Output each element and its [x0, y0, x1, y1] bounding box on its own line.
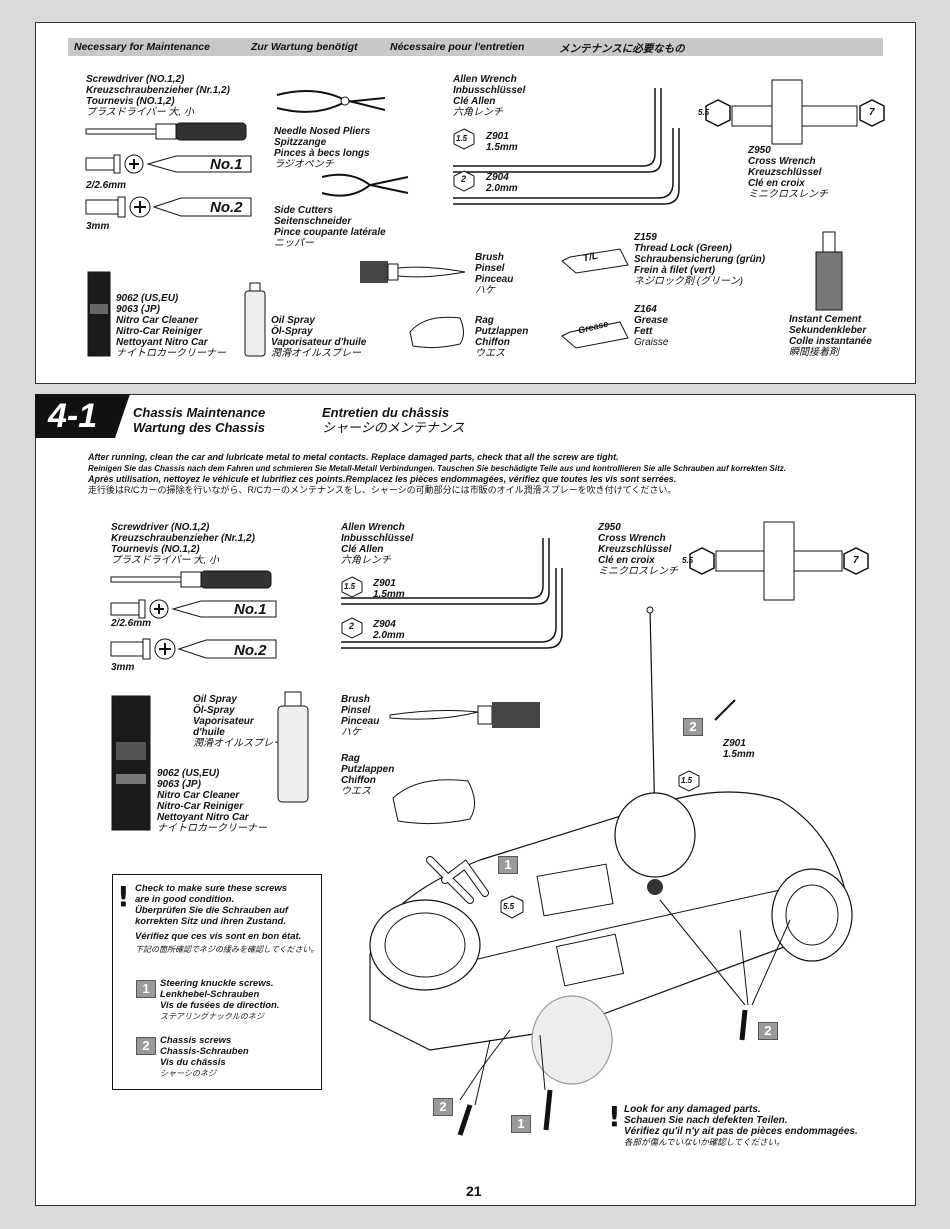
- callout-1-bottom: 1: [511, 1115, 531, 1133]
- screwdriver-icon: [85, 122, 247, 141]
- screw-large-icon-2: [110, 638, 277, 660]
- callout-2-left: 2: [433, 1098, 453, 1116]
- screwdriver-label: Screwdriver (NO.1,2)Kreuzschraubenzieher…: [86, 74, 230, 118]
- page-number: 21: [466, 1183, 482, 1199]
- no1-label-2: No.1: [234, 601, 267, 618]
- hex-size2: 2: [461, 174, 467, 184]
- exclamation-icon: !: [117, 880, 130, 913]
- screwdriver-label-2: Screwdriver (NO.1,2)Kreuzschraubenzieher…: [111, 522, 255, 566]
- no1-label: No.1: [210, 156, 243, 173]
- hex-size1-icon: [453, 128, 475, 150]
- nitro-cleaner-can-icon-2: [111, 695, 151, 831]
- cross-size-b-2: 7: [853, 555, 859, 566]
- screwdriver-icon-2: [110, 570, 272, 589]
- side-cutters-icon: [321, 173, 409, 197]
- allen-wrench-icon: [453, 88, 680, 205]
- screw-large-icon: [85, 196, 252, 218]
- damaged-parts-note: Look for any damaged parts.Schauen Sie n…: [624, 1104, 858, 1147]
- cross-size-a: 5.5: [698, 108, 710, 117]
- no2-label-2: No.2: [234, 642, 267, 659]
- instant-cement-icon: [815, 231, 843, 311]
- chassis-diagram: [369, 606, 853, 1136]
- hex-5-5-icon: [500, 895, 524, 919]
- grease-tube-icon: [561, 321, 629, 349]
- cross-size-a-2: 5.5: [682, 556, 694, 565]
- oil-spray-can-icon: [244, 282, 266, 357]
- size1-label: 2/2.6mm: [86, 180, 127, 191]
- pliers-icon: [276, 90, 386, 113]
- no2-label: No.2: [210, 199, 243, 216]
- diagram-hex-5-5: 5.5: [503, 902, 515, 911]
- brush-icon: [360, 261, 466, 283]
- cross-wrench-diagram-icon: [426, 856, 489, 904]
- hex-size2-2: 2: [349, 621, 355, 631]
- callout-1-wrench: 1: [498, 856, 518, 874]
- cross-wrench-icon: [705, 79, 885, 145]
- hex-size2-icon-2: [341, 617, 363, 639]
- rag-icon-2: [392, 779, 475, 825]
- screw-small-icon: [85, 154, 252, 174]
- intro-text: After running, clean the car and lubrica…: [88, 452, 786, 495]
- exclamation-icon-2: !: [608, 1100, 621, 1133]
- item1-text: Steering knuckle screws.Lenkhebel-Schrau…: [160, 978, 280, 1021]
- hex-size1-icon-2: [341, 576, 363, 598]
- maintenance-header: Necessary for Maintenance Zur Wartung be…: [68, 38, 883, 56]
- brush-icon-2: [389, 702, 540, 728]
- section-number: 4-1: [48, 397, 98, 435]
- diagram-hex-1-5: 1.5: [681, 776, 693, 785]
- nitro-cleaner-can-icon: [87, 271, 111, 357]
- section-number-badge: [35, 394, 130, 438]
- rag-icon: [409, 316, 464, 349]
- allen-wrench-icon-2: [341, 538, 563, 649]
- cross-size-b: 7: [869, 107, 875, 118]
- cross-wrench-icon-2: [689, 521, 869, 601]
- hex-size1: 1.5: [456, 134, 468, 143]
- item1-number: 1: [136, 980, 156, 998]
- callout-2-allen: 2: [683, 718, 703, 736]
- callout-2-right: 2: [758, 1022, 778, 1040]
- screw-small-icon-2: [110, 599, 277, 619]
- hex-1-5-diagram-icon: [678, 770, 700, 792]
- thread-lock-tube-icon: [561, 248, 629, 274]
- hex-size2-icon: [453, 170, 475, 192]
- item2-number: 2: [136, 1037, 156, 1055]
- hex-size1-2: 1.5: [344, 582, 356, 591]
- size2-label: 3mm: [86, 221, 110, 232]
- size1-label-2: 2/2.6mm: [111, 618, 152, 629]
- oil-spray-can-icon-2: [277, 691, 309, 803]
- size2-label-2: 3mm: [111, 662, 135, 673]
